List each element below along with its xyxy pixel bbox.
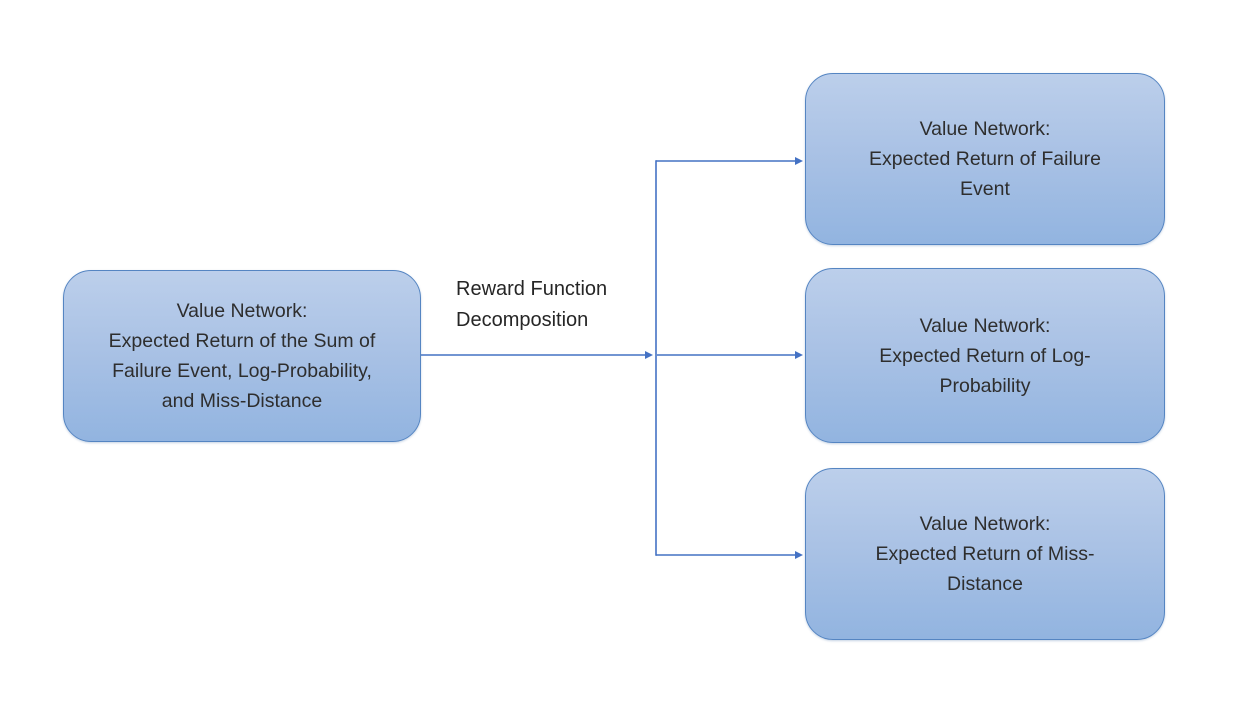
node-failure-event-value-network[interactable]: Value Network: Expected Return of Failur… [805,73,1165,245]
node-sum-value-network[interactable]: Value Network: Expected Return of the Su… [63,270,421,442]
node-miss-distance-value-network[interactable]: Value Network: Expected Return of Miss- … [805,468,1165,640]
edge-label-reward-function-decomposition: Reward Function Decomposition [456,278,608,331]
node-log-probability-value-network[interactable]: Value Network: Expected Return of Log- P… [805,268,1165,443]
